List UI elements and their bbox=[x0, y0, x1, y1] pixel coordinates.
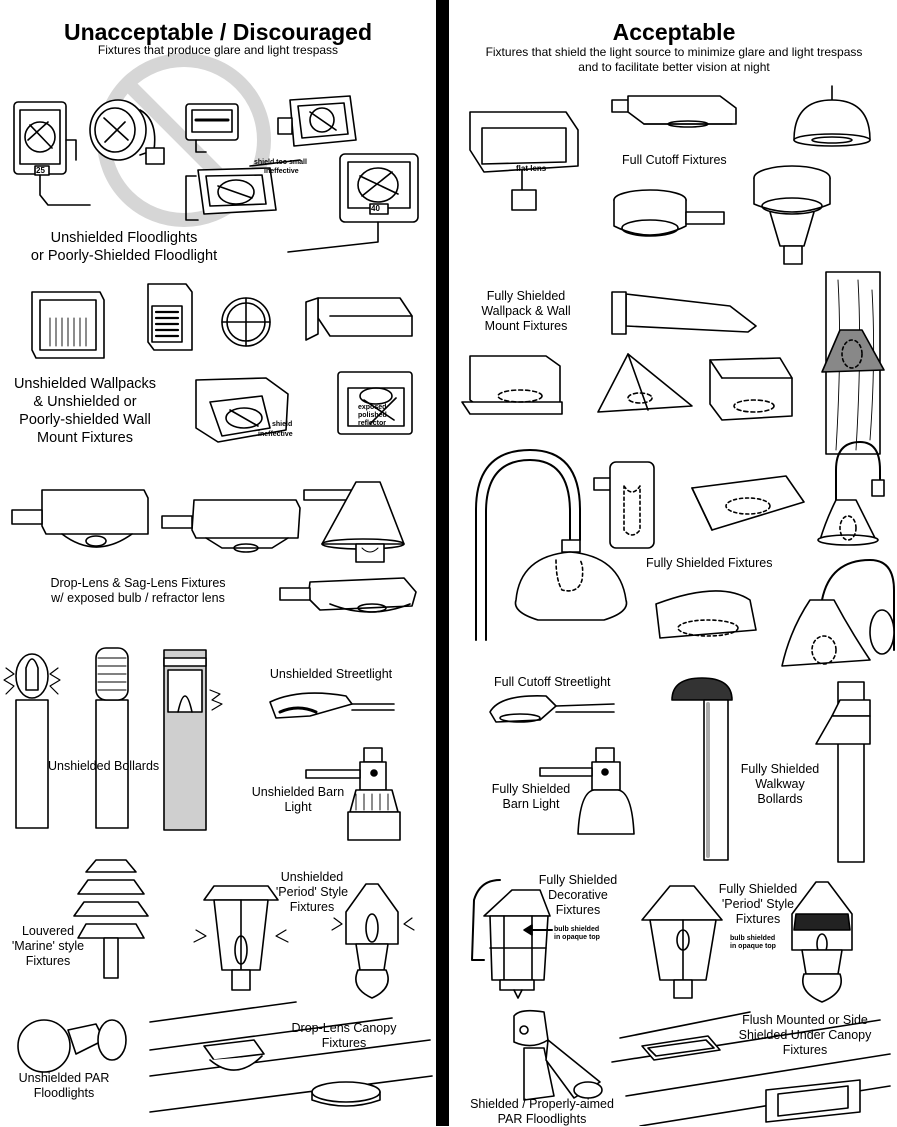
caption-fully-shielded-walkway: Fully Shielded Walkway Bollards bbox=[740, 762, 820, 806]
left-subtitle: Fixtures that produce glare and light tr… bbox=[97, 43, 339, 57]
floodlight-icon bbox=[186, 104, 238, 152]
note-bulb-shielded: bulb shielded in opaque top bbox=[554, 926, 600, 941]
wallpack-icon bbox=[306, 298, 412, 340]
note-shield-too-small: shield too small bbox=[254, 159, 307, 166]
floodlight-icon bbox=[288, 154, 418, 252]
note-exposed-reflector: exposed polished reflector bbox=[358, 404, 387, 427]
period-fixture-icon bbox=[792, 882, 852, 1002]
note-flat-lens: flat lens bbox=[516, 164, 547, 173]
wallpack-icon bbox=[462, 356, 562, 414]
caption-louvered-marine: Louvered 'Marine' style Fixtures bbox=[11, 924, 85, 968]
floodlight-icon bbox=[90, 100, 164, 164]
note-ineffective-2: ineffective bbox=[258, 431, 293, 438]
caption-unshielded-wallpacks: Unshielded Wallpacks & Unshielded or Poo… bbox=[13, 376, 157, 446]
bollard-icon bbox=[96, 648, 128, 828]
caption-shielded-par: Shielded / Properly-aimed PAR Floodlight… bbox=[470, 1097, 614, 1126]
caption-fully-shielded-wallpack: Fully Shielded Wallpack & Wall Mount Fix… bbox=[481, 289, 571, 333]
full-cutoff-fixture-icon bbox=[754, 166, 830, 264]
wallpack-icon bbox=[148, 284, 192, 350]
badge-25: 25 bbox=[36, 166, 45, 175]
drop-lens-fixture-icon bbox=[162, 500, 300, 552]
wallpack-icon bbox=[222, 298, 270, 346]
note-ineffective: ineffective bbox=[264, 168, 299, 175]
wallpack-icon bbox=[196, 378, 288, 442]
caption-unshielded-par: Unshielded PAR Floodlights bbox=[18, 1071, 110, 1100]
caption-unshielded-bollards: Unshielded Bollards bbox=[48, 759, 160, 773]
caption-full-cutoff-streetlight: Full Cutoff Streetlight bbox=[494, 675, 611, 689]
left-title: Unacceptable / Discouraged bbox=[63, 19, 373, 45]
gooseneck-fixture-icon bbox=[782, 560, 894, 666]
period-fixture-icon bbox=[194, 886, 288, 990]
full-cutoff-fixture-icon bbox=[612, 96, 736, 127]
barn-light-icon bbox=[306, 748, 400, 840]
streetlight-icon bbox=[270, 693, 394, 718]
decorative-fixture-icon bbox=[472, 880, 550, 998]
streetlight-icon bbox=[490, 696, 614, 722]
caption-drop-lens-canopy: Drop-Lens Canopy Fixtures bbox=[291, 1021, 397, 1050]
floodlight-icon bbox=[186, 160, 300, 220]
canopy-fixture-icon bbox=[612, 1012, 890, 1126]
caption-fully-shielded-barn: Fully Shielded Barn Light bbox=[491, 782, 571, 811]
wallpack-icon bbox=[338, 372, 412, 434]
floodlight-icon bbox=[14, 102, 90, 205]
period-fixture-icon bbox=[642, 886, 722, 998]
badge-40: 40 bbox=[371, 204, 380, 213]
caption-unshielded-period: Unshielded 'Period' Style Fixtures bbox=[275, 870, 349, 914]
cylinder-fixture-icon bbox=[594, 462, 654, 548]
drop-lens-fixture-icon bbox=[12, 490, 148, 547]
marine-fixture-icon bbox=[74, 860, 148, 978]
walkway-bollard-icon bbox=[672, 678, 732, 860]
shielded-box-icon bbox=[692, 476, 804, 530]
drop-lens-fixture-icon bbox=[280, 578, 416, 612]
canopy-fixture-icon bbox=[150, 1002, 432, 1112]
floodlight-icon bbox=[278, 96, 356, 146]
full-cutoff-fixture-icon bbox=[794, 86, 870, 146]
note-bulb-shielded-2: bulb shielded in opaque top bbox=[730, 935, 776, 950]
wallpack-icon bbox=[598, 354, 692, 412]
bollard-icon bbox=[4, 654, 60, 828]
caption-fully-shielded-period: Fully Shielded 'Period' Style Fixtures bbox=[718, 882, 798, 926]
barn-light-icon bbox=[540, 748, 634, 834]
column-divider bbox=[436, 0, 449, 1126]
caption-unshielded-floodlights: Unshielded Floodlights or Poorly-Shielde… bbox=[30, 230, 218, 264]
full-cutoff-fixture-icon bbox=[470, 112, 578, 210]
right-subtitle: Fixtures that shield the light source to… bbox=[485, 45, 863, 74]
caption-unshielded-barn-light: Unshielded Barn Light bbox=[251, 785, 345, 814]
par-floodlight-icon bbox=[18, 1020, 126, 1072]
wallpack-icon bbox=[32, 292, 104, 358]
caption-full-cutoff: Full Cutoff Fixtures bbox=[622, 153, 727, 167]
gooseneck-fixture-icon bbox=[476, 450, 627, 640]
drop-lens-fixture-icon bbox=[304, 482, 404, 562]
note-shield: shield bbox=[272, 421, 293, 428]
caption-fully-shielded-decorative: Fully Shielded Decorative Fixtures bbox=[538, 873, 618, 917]
caption-drop-lens: Drop-Lens & Sag-Lens Fixtures w/ exposed… bbox=[50, 576, 226, 605]
right-title: Acceptable bbox=[612, 19, 736, 45]
shielded-box-icon bbox=[656, 591, 756, 638]
gooseneck-fixture-icon bbox=[818, 442, 884, 545]
wallpack-icon bbox=[710, 358, 792, 420]
caption-flush-mounted-canopy: Flush Mounted or Side Shielded Under Can… bbox=[738, 1013, 872, 1057]
caption-unshielded-streetlight: Unshielded Streetlight bbox=[269, 667, 393, 681]
period-fixture-icon bbox=[332, 884, 414, 998]
arrow-icon bbox=[524, 925, 552, 935]
par-floodlight-icon bbox=[514, 1011, 602, 1100]
wallpack-icon bbox=[612, 292, 756, 334]
bollard-icon bbox=[164, 650, 222, 830]
wall-fixture-icon bbox=[822, 272, 884, 454]
walkway-bollard-icon bbox=[816, 682, 870, 862]
full-cutoff-fixture-icon bbox=[614, 190, 724, 236]
caption-fully-shielded-fixtures: Fully Shielded Fixtures bbox=[646, 556, 773, 570]
